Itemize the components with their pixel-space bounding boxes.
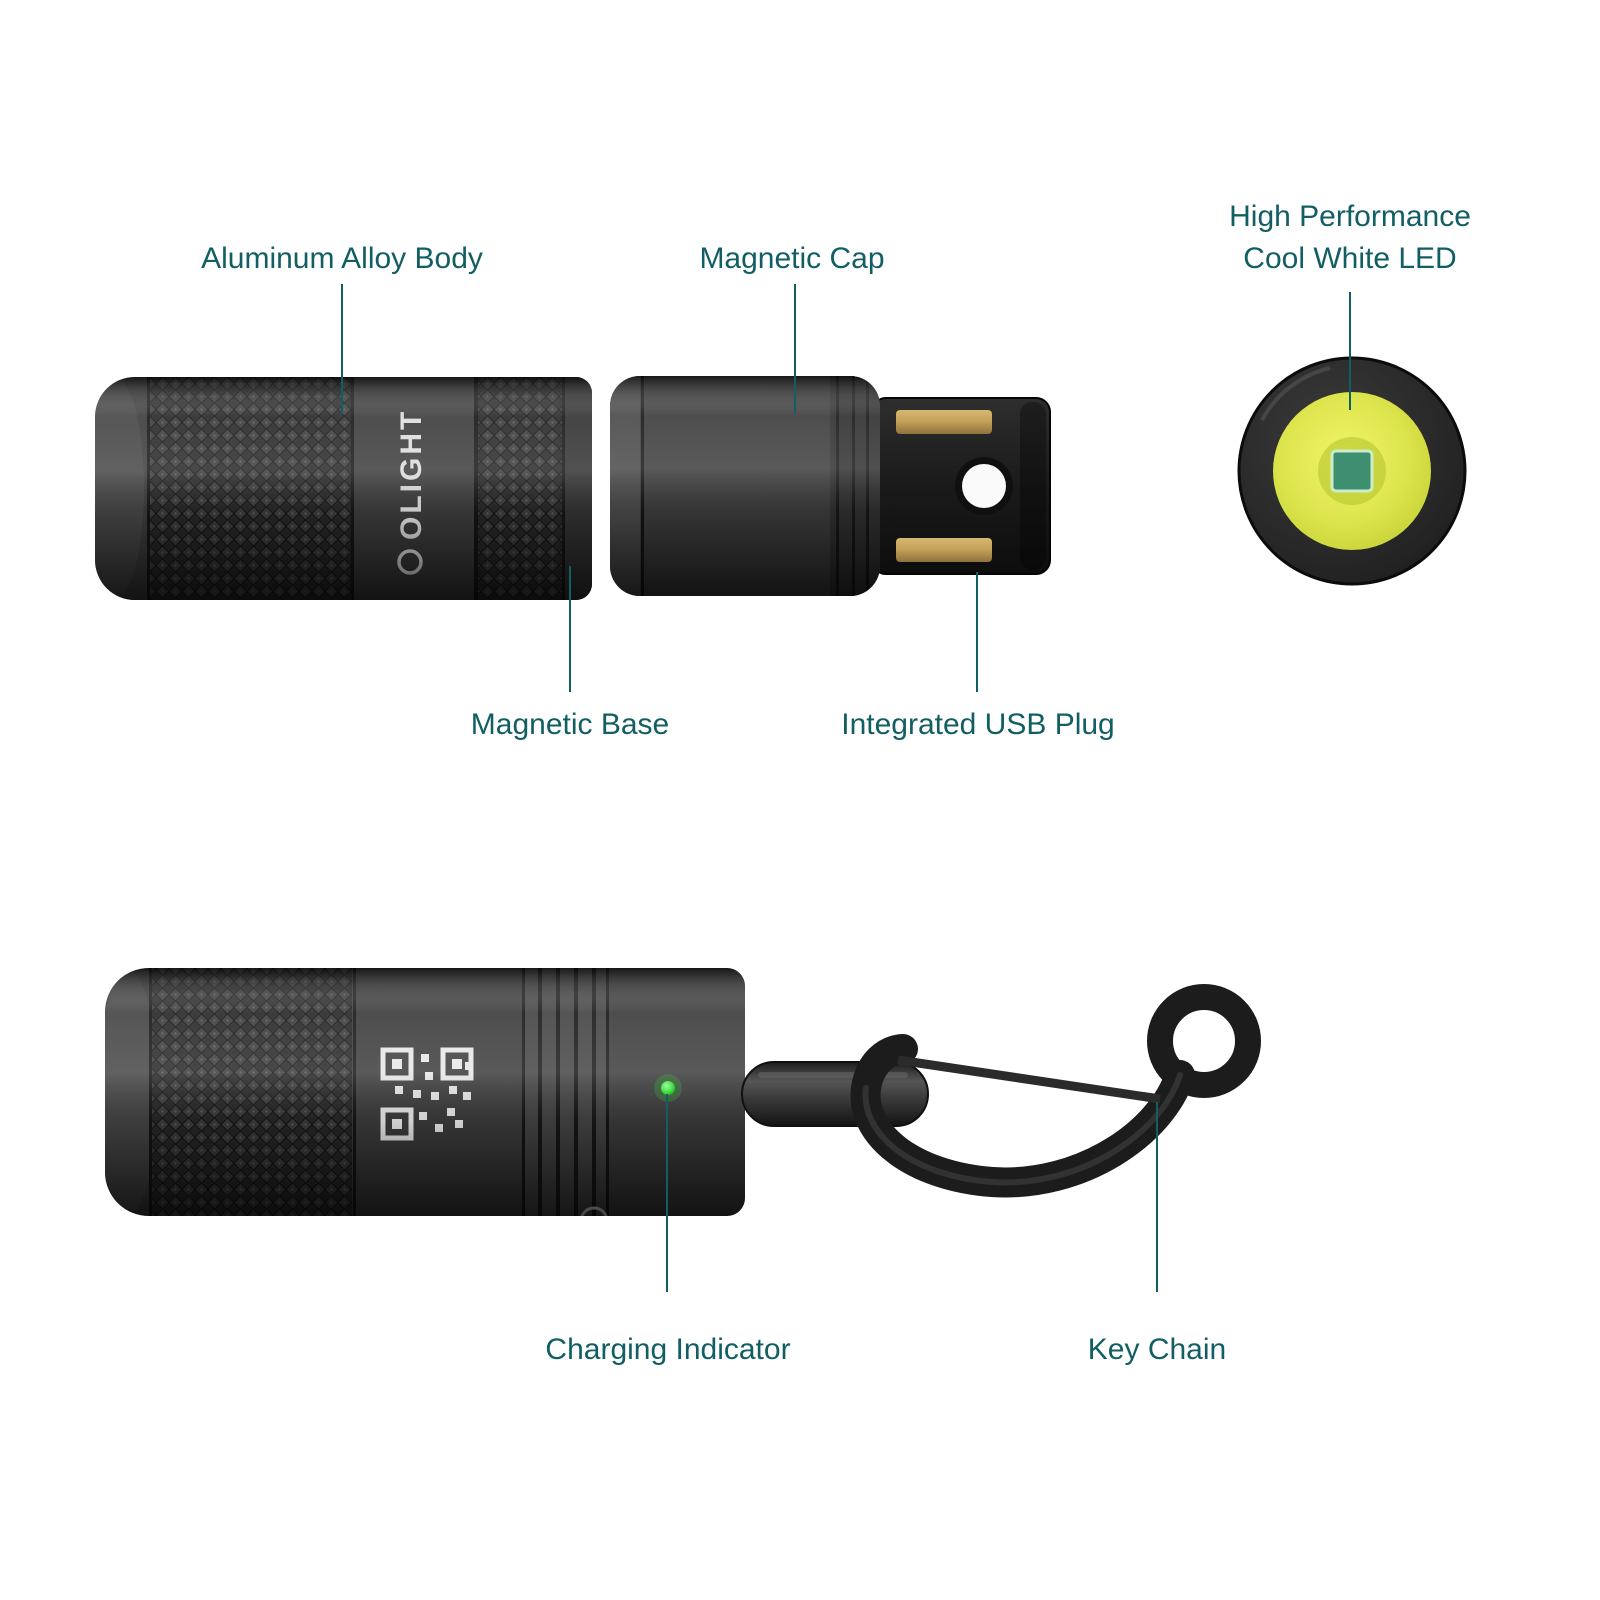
magnetic-base-label: Magnetic Base	[470, 708, 670, 741]
keychain-connector	[741, 1061, 929, 1127]
magnetic-cap-label: Magnetic Cap	[699, 242, 885, 275]
usb-plug-hole	[962, 464, 1006, 508]
usb-contact-pad-top	[896, 410, 992, 434]
led-front-view	[1237, 356, 1467, 586]
led-label-line1: High Performance	[1229, 200, 1471, 233]
key-chain-label: Key Chain	[1087, 1333, 1227, 1366]
aluminum-body-label: Aluminum Alloy Body	[201, 242, 483, 275]
flashlight-body-part: OLIGHT	[95, 377, 592, 600]
keychain-carabiner	[850, 984, 1261, 1198]
led-die	[1330, 449, 1374, 493]
carabiner-eye	[1147, 984, 1261, 1098]
led-label-line2: Cool White LED	[1243, 242, 1457, 275]
charging-indicator-label: Charging Indicator	[545, 1333, 791, 1366]
usb-plug-label: Integrated USB Plug	[841, 708, 1115, 741]
usb-contact-pad-bottom	[896, 538, 992, 562]
led-label: High Performance Cool White LED	[1229, 196, 1471, 280]
charging-indicator-led	[661, 1081, 675, 1095]
carabiner-gate	[897, 1055, 1161, 1104]
usb-plug	[871, 397, 1051, 575]
magnetic-cap-part	[610, 376, 880, 596]
assembled-flashlight	[105, 968, 745, 1216]
